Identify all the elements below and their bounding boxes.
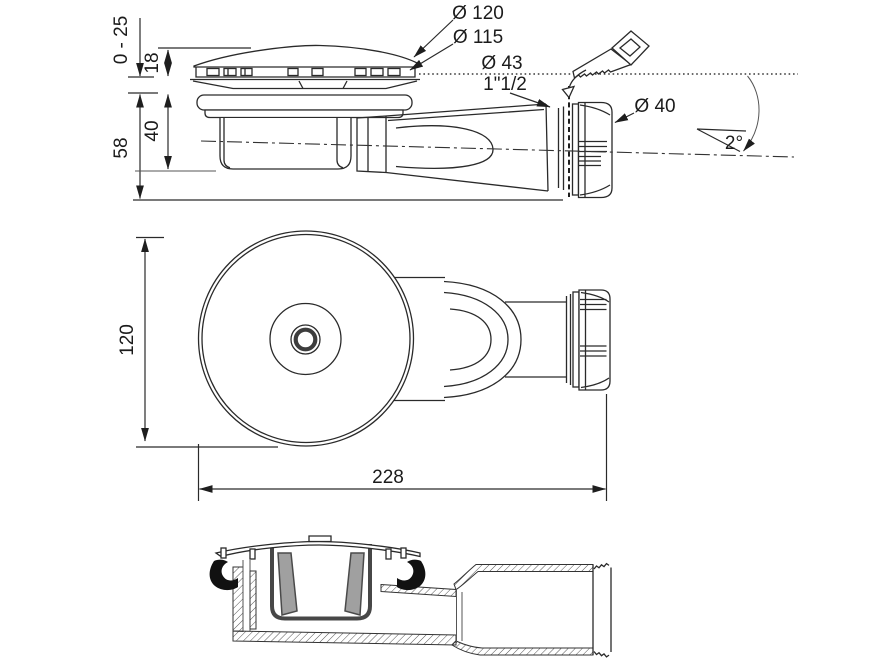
pipe-straight-edges bbox=[394, 276, 445, 402]
plan-nut-ribs bbox=[580, 290, 610, 390]
left-baffle bbox=[277, 552, 298, 616]
center-screw bbox=[293, 327, 318, 352]
cap-diameter-label: Ø 120 bbox=[452, 3, 504, 24]
pipe-diameter-label: Ø 40 bbox=[634, 96, 675, 117]
right-seal bbox=[397, 559, 426, 591]
pipe-centerline bbox=[200, 140, 795, 158]
body-step-ring bbox=[204, 109, 404, 119]
dim-total-height: 58 bbox=[111, 94, 144, 199]
bell-deep bbox=[449, 308, 492, 371]
diameter-callouts: Ø 120 Ø 115 Ø 43 1"1/2 Ø 40 bbox=[409, 3, 676, 124]
dim-plan-length: 228 bbox=[197, 394, 608, 501]
trap-body-side bbox=[196, 86, 795, 199]
slope-angle-label: 2° bbox=[725, 133, 743, 154]
outlet-coupler bbox=[356, 115, 387, 174]
lid-clip-slots bbox=[220, 547, 407, 560]
outlet-thread-label: 1"1/2 bbox=[483, 74, 527, 95]
plan-nut-washer bbox=[572, 291, 580, 388]
plan-compression-nut bbox=[578, 289, 611, 391]
gasket-rings bbox=[557, 106, 565, 190]
rim-diameter-label: Ø 115 bbox=[453, 27, 503, 48]
lid-knob bbox=[308, 535, 332, 543]
section-lid bbox=[214, 540, 421, 558]
plan-height-label: 120 bbox=[117, 324, 138, 356]
pipe-neck bbox=[505, 294, 572, 385]
body-depth-label: 40 bbox=[142, 120, 163, 141]
dim-adjust-range: 0 - 25 bbox=[111, 16, 144, 77]
center-raised-circle bbox=[269, 302, 342, 376]
outlet-thread-leader bbox=[509, 92, 551, 108]
plan-length-label: 228 bbox=[372, 467, 404, 488]
drain-cap-side bbox=[190, 44, 420, 90]
outlet-diameter-label: Ø 43 bbox=[481, 53, 522, 74]
section-socket-end bbox=[592, 564, 612, 655]
cap-diameter-leader bbox=[413, 19, 454, 58]
plan-outlet-pipe bbox=[394, 276, 611, 402]
dim-cap-height: 18 bbox=[142, 49, 172, 77]
body-flange bbox=[196, 94, 413, 111]
angle-arc bbox=[743, 75, 760, 152]
plan-cap-circles bbox=[197, 230, 415, 447]
cap-under-dish bbox=[192, 80, 418, 90]
dim-plan-height: 120 bbox=[117, 236, 278, 448]
left-seal bbox=[209, 559, 238, 591]
dim-body-depth: 40 bbox=[142, 94, 172, 170]
cap-height-label: 18 bbox=[142, 52, 163, 73]
cap-under-ribs bbox=[298, 80, 348, 89]
nut-washer bbox=[571, 103, 580, 196]
section-spigot-joint bbox=[456, 590, 463, 643]
trap-bowl-inner-walls bbox=[223, 118, 344, 169]
outlet-cone bbox=[385, 103, 549, 192]
rim-diameter-leader bbox=[409, 43, 454, 71]
plan-view: 120 228 bbox=[117, 230, 611, 501]
saw-handle-hole bbox=[618, 38, 641, 57]
section-thread-marks bbox=[593, 562, 610, 658]
adjust-range-label: 0 - 25 bbox=[111, 16, 132, 65]
section-inner-wall bbox=[249, 570, 257, 630]
right-baffle bbox=[344, 552, 365, 616]
cut-direction-arrow-icon bbox=[561, 69, 587, 99]
screw-boss-circle bbox=[290, 324, 321, 355]
section-left-wall bbox=[232, 566, 244, 632]
side-elevation-view: 0 - 25 18 58 40 bbox=[111, 3, 798, 201]
cap-vent-slots bbox=[206, 67, 401, 77]
cap-slot-band bbox=[195, 67, 416, 78]
total-height-label: 58 bbox=[111, 137, 132, 158]
cap-inner-circle bbox=[201, 233, 411, 444]
slope-angle-callout: 2° bbox=[696, 75, 760, 154]
cross-section-view bbox=[209, 535, 612, 658]
pipe-diameter-leader bbox=[614, 112, 635, 124]
compression-nut bbox=[577, 101, 613, 199]
